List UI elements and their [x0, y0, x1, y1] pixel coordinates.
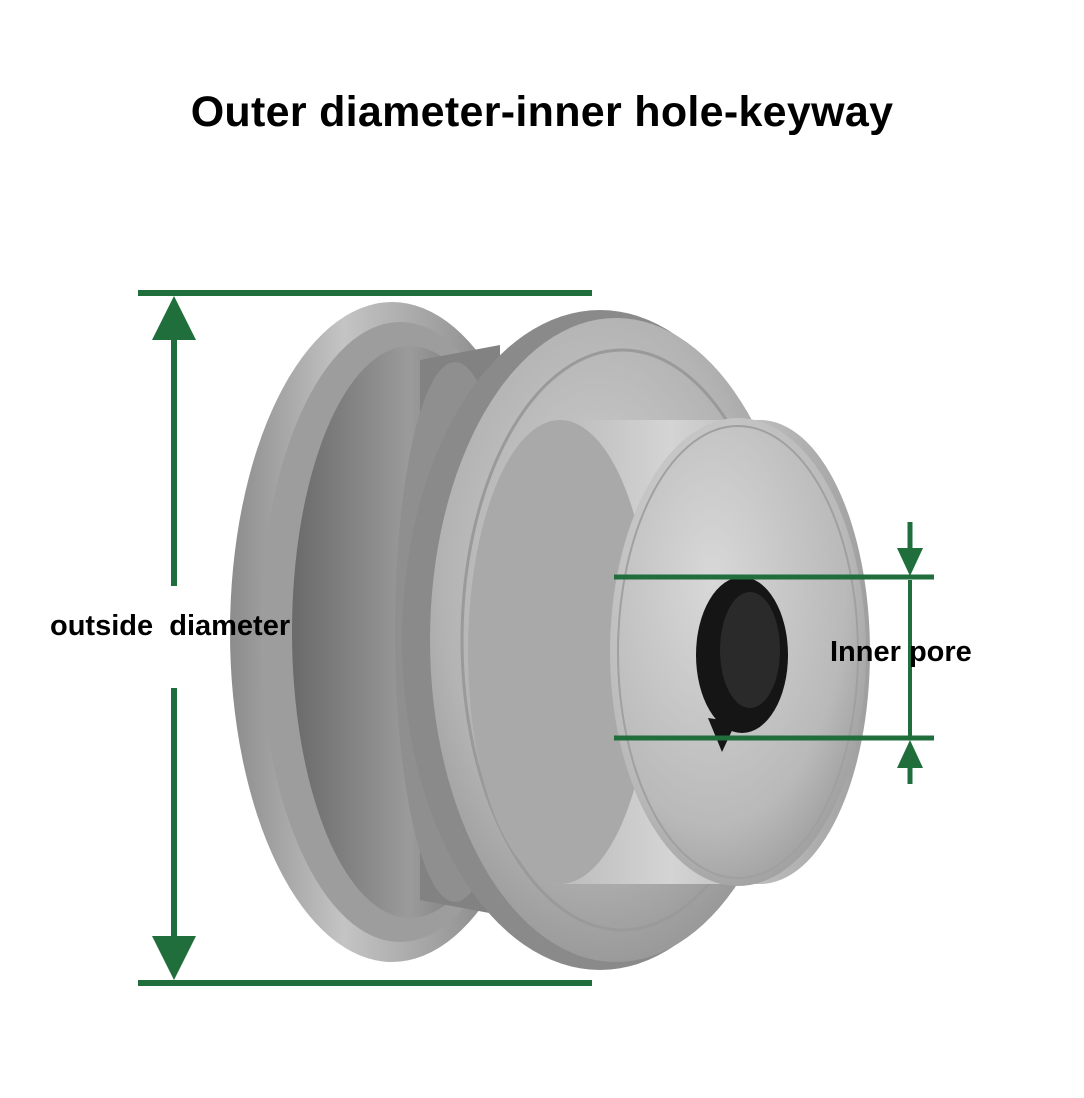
- inner-pore-dimension: [614, 522, 934, 784]
- hub: [468, 418, 870, 886]
- arrow-up-icon: [152, 296, 196, 340]
- outside-diameter-label: outside diameter: [50, 610, 291, 642]
- outside-diameter-dimension: [138, 290, 592, 986]
- arrow-down-icon: [897, 548, 923, 576]
- diagram-title: Outer diameter-inner hole-keyway: [190, 88, 894, 136]
- arrow-up-icon: [897, 740, 923, 768]
- arrow-down-icon: [152, 936, 196, 980]
- inner-pore-label: Inner pore: [830, 636, 972, 668]
- bore-hole: [696, 577, 788, 752]
